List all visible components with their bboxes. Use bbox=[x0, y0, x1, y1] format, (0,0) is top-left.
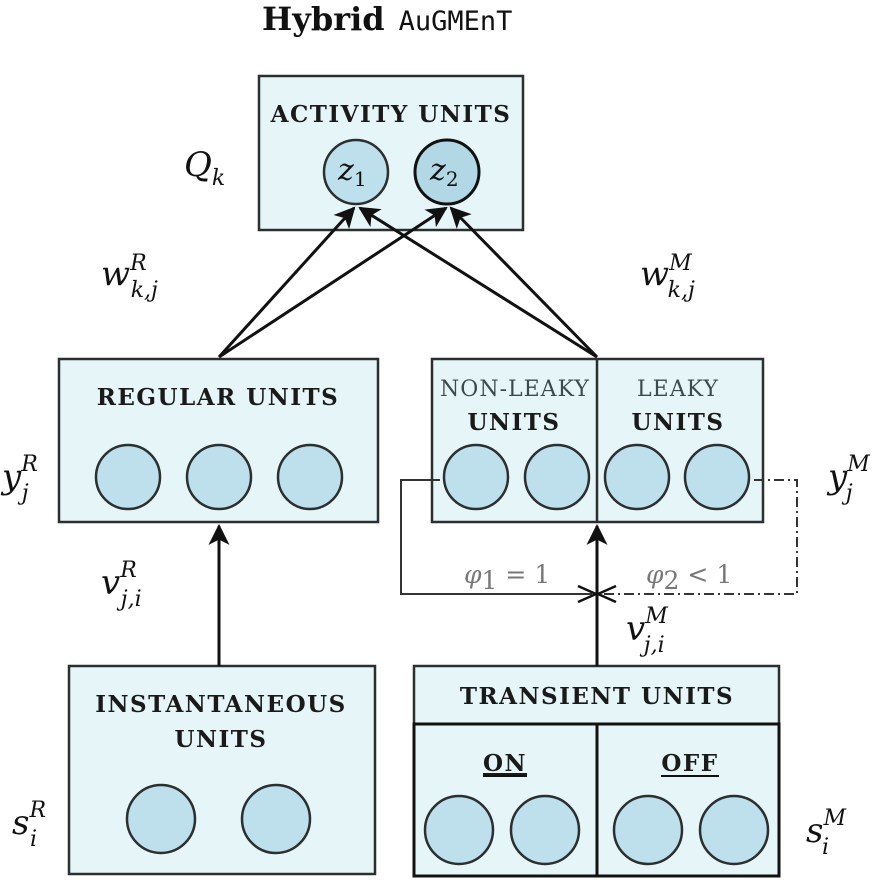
on-label: ON bbox=[483, 750, 527, 777]
loop-arrow-left-a bbox=[577, 584, 597, 596]
leaky-label-2: UNITS bbox=[631, 409, 724, 436]
phi1-label: φ1= 1 bbox=[464, 560, 550, 595]
instantaneous-units-box bbox=[67, 664, 377, 876]
edge-memory-z2 bbox=[449, 206, 599, 359]
nonleaky-label-2: UNITS bbox=[467, 409, 560, 436]
regular-unit-3 bbox=[276, 443, 344, 511]
on-unit-1 bbox=[423, 794, 495, 866]
nonleaky-self-loop bbox=[400, 479, 592, 595]
regular-unit-2 bbox=[185, 443, 253, 511]
instantaneous-label-1: INSTANTANEOUS bbox=[95, 691, 347, 718]
nonleaky-label-1: NON-LEAKY bbox=[440, 377, 590, 402]
nonleaky-unit-2 bbox=[523, 443, 591, 511]
leaky-self-loop bbox=[602, 479, 798, 595]
off-label: OFF bbox=[661, 750, 718, 777]
instantaneous-unit-2 bbox=[240, 783, 312, 855]
edge-memory-z1 bbox=[358, 206, 598, 359]
transient-units-label: TRANSIENT UNITS bbox=[460, 683, 734, 710]
activity-units-box bbox=[257, 74, 525, 232]
title-mono: AuGMEnT bbox=[399, 6, 513, 37]
z2-label: z2 bbox=[429, 153, 459, 191]
loop-arrow-right-b bbox=[597, 592, 617, 604]
z1-node bbox=[322, 138, 390, 206]
leaky-unit-2 bbox=[683, 443, 751, 511]
leaky-label-1: LEAKY bbox=[637, 377, 719, 402]
title-bold: Hybrid bbox=[262, 0, 385, 38]
diagram-title: Hybrid AuGMEnT bbox=[262, 0, 512, 38]
edge-regular-z2 bbox=[218, 206, 448, 359]
loop-arrow-right-a bbox=[597, 584, 617, 596]
instantaneous-label-2: UNITS bbox=[174, 726, 267, 753]
on-unit-2 bbox=[509, 794, 581, 866]
z2-node bbox=[413, 138, 481, 206]
edge-regular-z1 bbox=[217, 206, 356, 359]
off-unit-2 bbox=[698, 794, 770, 866]
Qk-label: Qk bbox=[184, 145, 225, 191]
off-unit-1 bbox=[612, 794, 684, 866]
regular-unit-1 bbox=[94, 443, 162, 511]
nonleaky-unit-1 bbox=[442, 443, 510, 511]
z1-label: z1 bbox=[337, 153, 367, 191]
activity-units-label: ACTIVITY UNITS bbox=[270, 101, 512, 128]
phi2-label: φ2< 1 bbox=[646, 560, 732, 595]
loop-arrow-left-b bbox=[577, 592, 597, 604]
regular-units-label: REGULAR UNITS bbox=[97, 384, 340, 411]
instantaneous-unit-1 bbox=[125, 783, 197, 855]
leaky-unit-1 bbox=[603, 443, 671, 511]
